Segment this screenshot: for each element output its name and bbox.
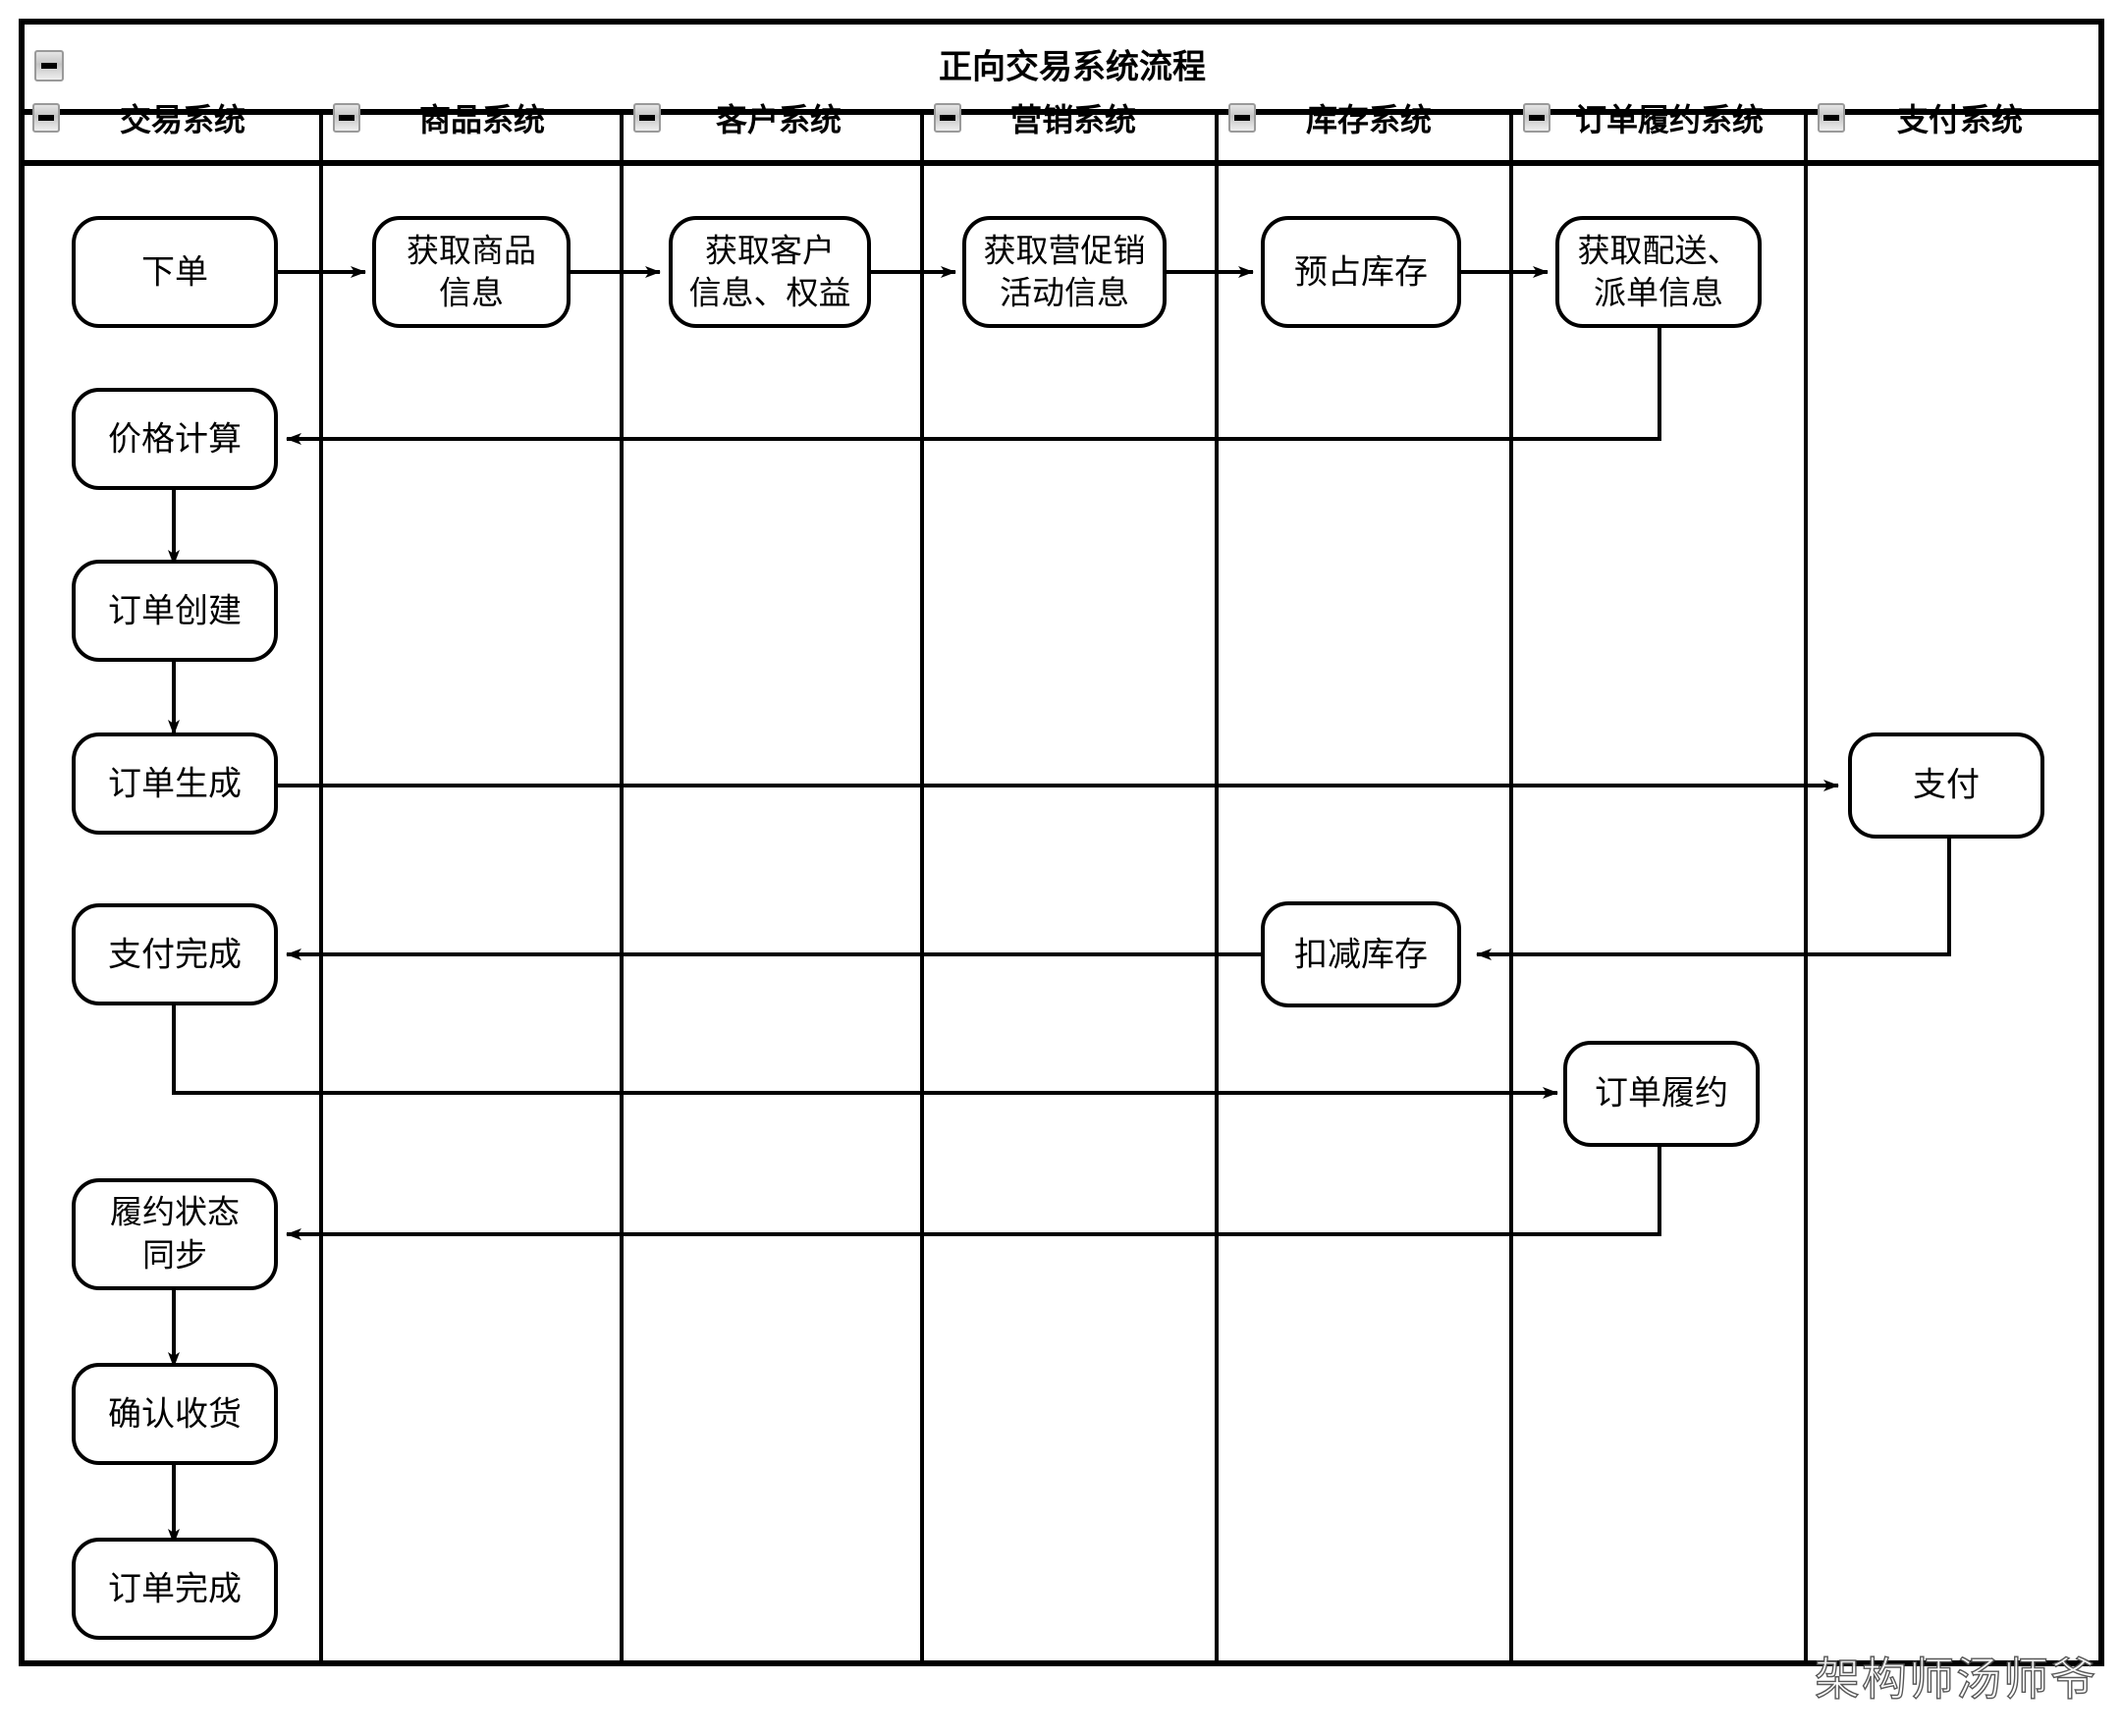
node-label-get-promotion-line1: 获取营促销 xyxy=(984,232,1146,270)
node-place-order[interactable]: 下单 xyxy=(72,216,278,328)
lane-label-trade: 交易系统 xyxy=(120,101,245,138)
node-get-customer[interactable]: 获取客户 信息、权益 xyxy=(669,216,871,328)
node-fulfill-sync[interactable]: 履约状态 同步 xyxy=(72,1178,278,1290)
watermark-text: 架构师汤师爷 xyxy=(1815,1653,2097,1706)
node-order-generated[interactable]: 订单生成 xyxy=(72,732,278,835)
edge-pay-to-deduct-stock xyxy=(1476,837,1951,960)
node-label-order-create: 订单创建 xyxy=(108,592,242,631)
lane-label-inventory: 库存系统 xyxy=(1306,101,1432,138)
node-label-get-product-line1: 获取商品 xyxy=(407,232,536,270)
lane-label-payment: 支付系统 xyxy=(1897,101,2023,138)
connectors xyxy=(168,266,1951,1545)
node-label-get-delivery-line2: 派单信息 xyxy=(1594,274,1723,312)
node-label-fulfill-sync-line1: 履约状态 xyxy=(110,1193,240,1231)
pool-outline xyxy=(19,19,2104,1666)
pool-frame xyxy=(19,19,2104,1666)
node-order-fulfill[interactable]: 订单履约 xyxy=(1563,1041,1760,1147)
node-label-fulfill-sync-line2: 同步 xyxy=(142,1236,207,1275)
node-order-complete[interactable]: 订单完成 xyxy=(72,1538,278,1640)
node-label-deduct-stock: 扣减库存 xyxy=(1294,936,1428,975)
lane-label-marketing: 营销系统 xyxy=(1010,101,1136,138)
node-label-price-calc: 价格计算 xyxy=(108,420,242,460)
node-label-order-complete: 订单完成 xyxy=(108,1570,242,1609)
node-price-calc[interactable]: 价格计算 xyxy=(72,388,278,490)
node-pay[interactable]: 支付 xyxy=(1848,732,2044,839)
lane-label-fulfillment: 订单履约系统 xyxy=(1575,101,1764,138)
edge-pay-done-to-order-fulfill xyxy=(172,1004,1558,1099)
lane-header-fulfillment[interactable]: 订单履约系统 xyxy=(1523,101,1764,138)
lane-header-marketing[interactable]: 营销系统 xyxy=(934,101,1136,138)
pool-header: 正向交易系统流程 xyxy=(34,48,1206,87)
lane-dividers xyxy=(319,112,1808,1663)
node-reserve-stock[interactable]: 预占库存 xyxy=(1261,216,1461,328)
lane-header-product[interactable]: 商品系统 xyxy=(333,101,545,138)
node-label-order-fulfill: 订单履约 xyxy=(1595,1074,1728,1113)
node-label-confirm-receipt: 确认收货 xyxy=(108,1395,242,1435)
lane-header-payment[interactable]: 支付系统 xyxy=(1818,101,2023,138)
node-get-product[interactable]: 获取商品 信息 xyxy=(372,216,571,328)
node-order-create[interactable]: 订单创建 xyxy=(72,560,278,662)
node-label-pay: 支付 xyxy=(1913,766,1980,805)
lane-header-trade[interactable]: 交易系统 xyxy=(32,101,245,138)
lane-headers: 交易系统 商品系统 客户系统 营销系统 库存系统 xyxy=(32,101,2023,138)
node-label-place-order: 下单 xyxy=(141,253,208,293)
node-confirm-receipt[interactable]: 确认收货 xyxy=(72,1363,278,1465)
edge-get-delivery-to-price-calc xyxy=(286,324,1661,445)
node-get-delivery[interactable]: 获取配送、 派单信息 xyxy=(1555,216,1762,328)
node-label-reserve-stock: 预占库存 xyxy=(1294,253,1428,293)
node-label-get-customer-line1: 获取客户 xyxy=(705,232,835,270)
pool-collapse-icon[interactable] xyxy=(34,50,64,81)
node-label-get-customer-line2: 信息、权益 xyxy=(689,274,851,312)
pool-title: 正向交易系统流程 xyxy=(939,48,1206,87)
edge-order-fulfill-to-fulfill-sync xyxy=(286,1144,1661,1240)
node-deduct-stock[interactable]: 扣减库存 xyxy=(1261,901,1461,1007)
node-label-get-product-line2: 信息 xyxy=(439,274,504,312)
node-label-pay-done: 支付完成 xyxy=(108,936,242,975)
node-label-get-delivery-line1: 获取配送、 xyxy=(1578,232,1740,270)
node-get-promotion[interactable]: 获取营促销 活动信息 xyxy=(962,216,1167,328)
lane-header-inventory[interactable]: 库存系统 xyxy=(1228,101,1432,138)
lane-header-customer[interactable]: 客户系统 xyxy=(633,101,842,138)
node-label-order-generated: 订单生成 xyxy=(108,765,242,804)
node-label-get-promotion-line2: 活动信息 xyxy=(1000,274,1129,312)
node-pay-done[interactable]: 支付完成 xyxy=(72,903,278,1005)
lane-label-customer: 客户系统 xyxy=(716,101,842,138)
lane-label-product: 商品系统 xyxy=(419,101,545,138)
